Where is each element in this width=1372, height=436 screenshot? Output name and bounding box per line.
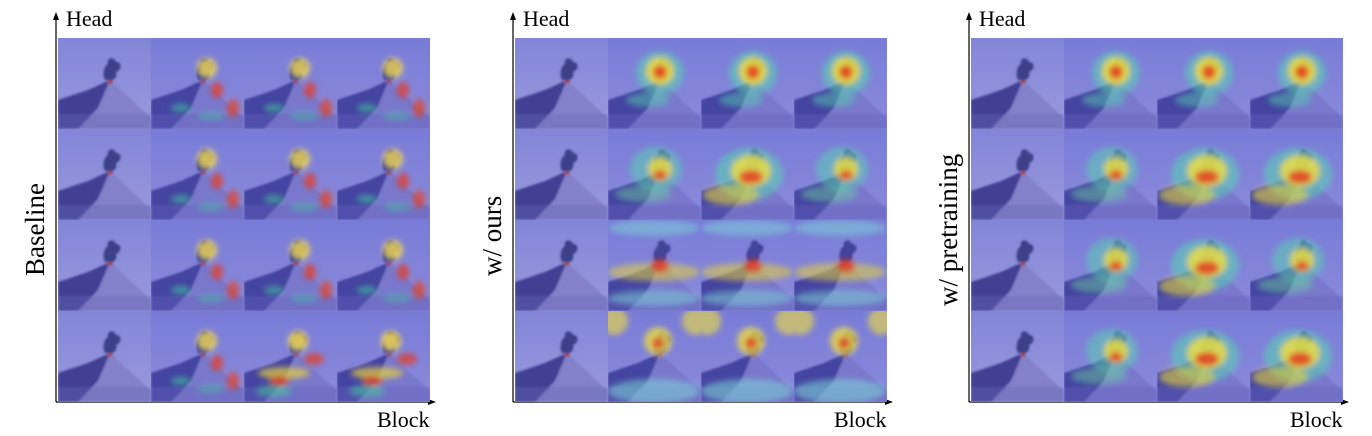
attention-map-head3-block2 [151,220,244,311]
axes [966,12,1349,405]
attention-map-head1-block1 [971,38,1064,129]
y-axis-label: Head [979,6,1026,31]
axes [53,12,436,405]
attention-map-head4-block2 [1064,311,1157,402]
attention-map-head3-block1 [971,220,1064,311]
attention-map-head2-block3 [1157,129,1250,220]
attention-map-head4-block4 [1250,311,1343,402]
attention-map-head4-block2 [151,311,244,402]
attention-map-head1-block1 [515,38,608,129]
y-axis-label: Head [523,6,570,31]
x-axis-label: Block [1290,407,1343,432]
attention-map-head1-block4 [1250,38,1343,129]
attention-map-head4-block1 [58,311,151,402]
attention-map-head3-block4 [1250,220,1343,311]
attention-map-head3-block3 [244,220,337,311]
attention-map-head2-block3 [244,129,337,220]
attention-map-head1-block1 [58,38,151,129]
attention-map-head1-block4 [337,38,430,129]
attention-map-head1-block2 [1064,38,1157,129]
attention-map-grid [58,38,430,402]
attention-map-head1-block3 [244,38,337,129]
attention-map-head3-block2 [608,220,701,311]
attention-map-head1-block3 [701,38,794,129]
attention-map-head2-block3 [701,129,794,220]
attention-map-head4-block1 [515,311,608,402]
attention-map-head4-block3 [1157,311,1250,402]
attention-map-head2-block2 [151,129,244,220]
attention-map-head4-block1 [971,311,1064,402]
attention-map-head3-block2 [1064,220,1157,311]
attention-map-head4-block4 [337,311,430,402]
attention-map-head2-block2 [608,129,701,220]
attention-map-head3-block4 [794,220,887,311]
attention-map-head3-block4 [337,220,430,311]
attention-map-grid [515,38,887,402]
y-axis-label: Head [66,6,113,31]
attention-map-head2-block1 [971,129,1064,220]
attention-map-head2-block2 [1064,129,1157,220]
attention-map-head2-block1 [58,129,151,220]
attention-map-head2-block1 [515,129,608,220]
x-axis-label: Block [834,407,887,432]
attention-map-head1-block2 [151,38,244,129]
attention-map-head3-block1 [58,220,151,311]
attention-map-grid [971,38,1343,402]
attention-map-head2-block4 [337,129,430,220]
axes [510,12,893,405]
attention-map-head2-block4 [794,129,887,220]
attention-map-head3-block1 [515,220,608,311]
attention-map-head4-block3 [244,311,337,402]
attention-map-head4-block4 [794,311,887,402]
attention-map-head3-block3 [701,220,794,311]
attention-map-head4-block2 [608,311,701,402]
attention-map-head1-block2 [608,38,701,129]
attention-map-head1-block4 [794,38,887,129]
attention-map-head1-block3 [1157,38,1250,129]
x-axis-label: Block [377,407,430,432]
attention-map-head2-block4 [1250,129,1343,220]
attention-map-head4-block3 [701,311,794,402]
attention-map-head3-block3 [1157,220,1250,311]
